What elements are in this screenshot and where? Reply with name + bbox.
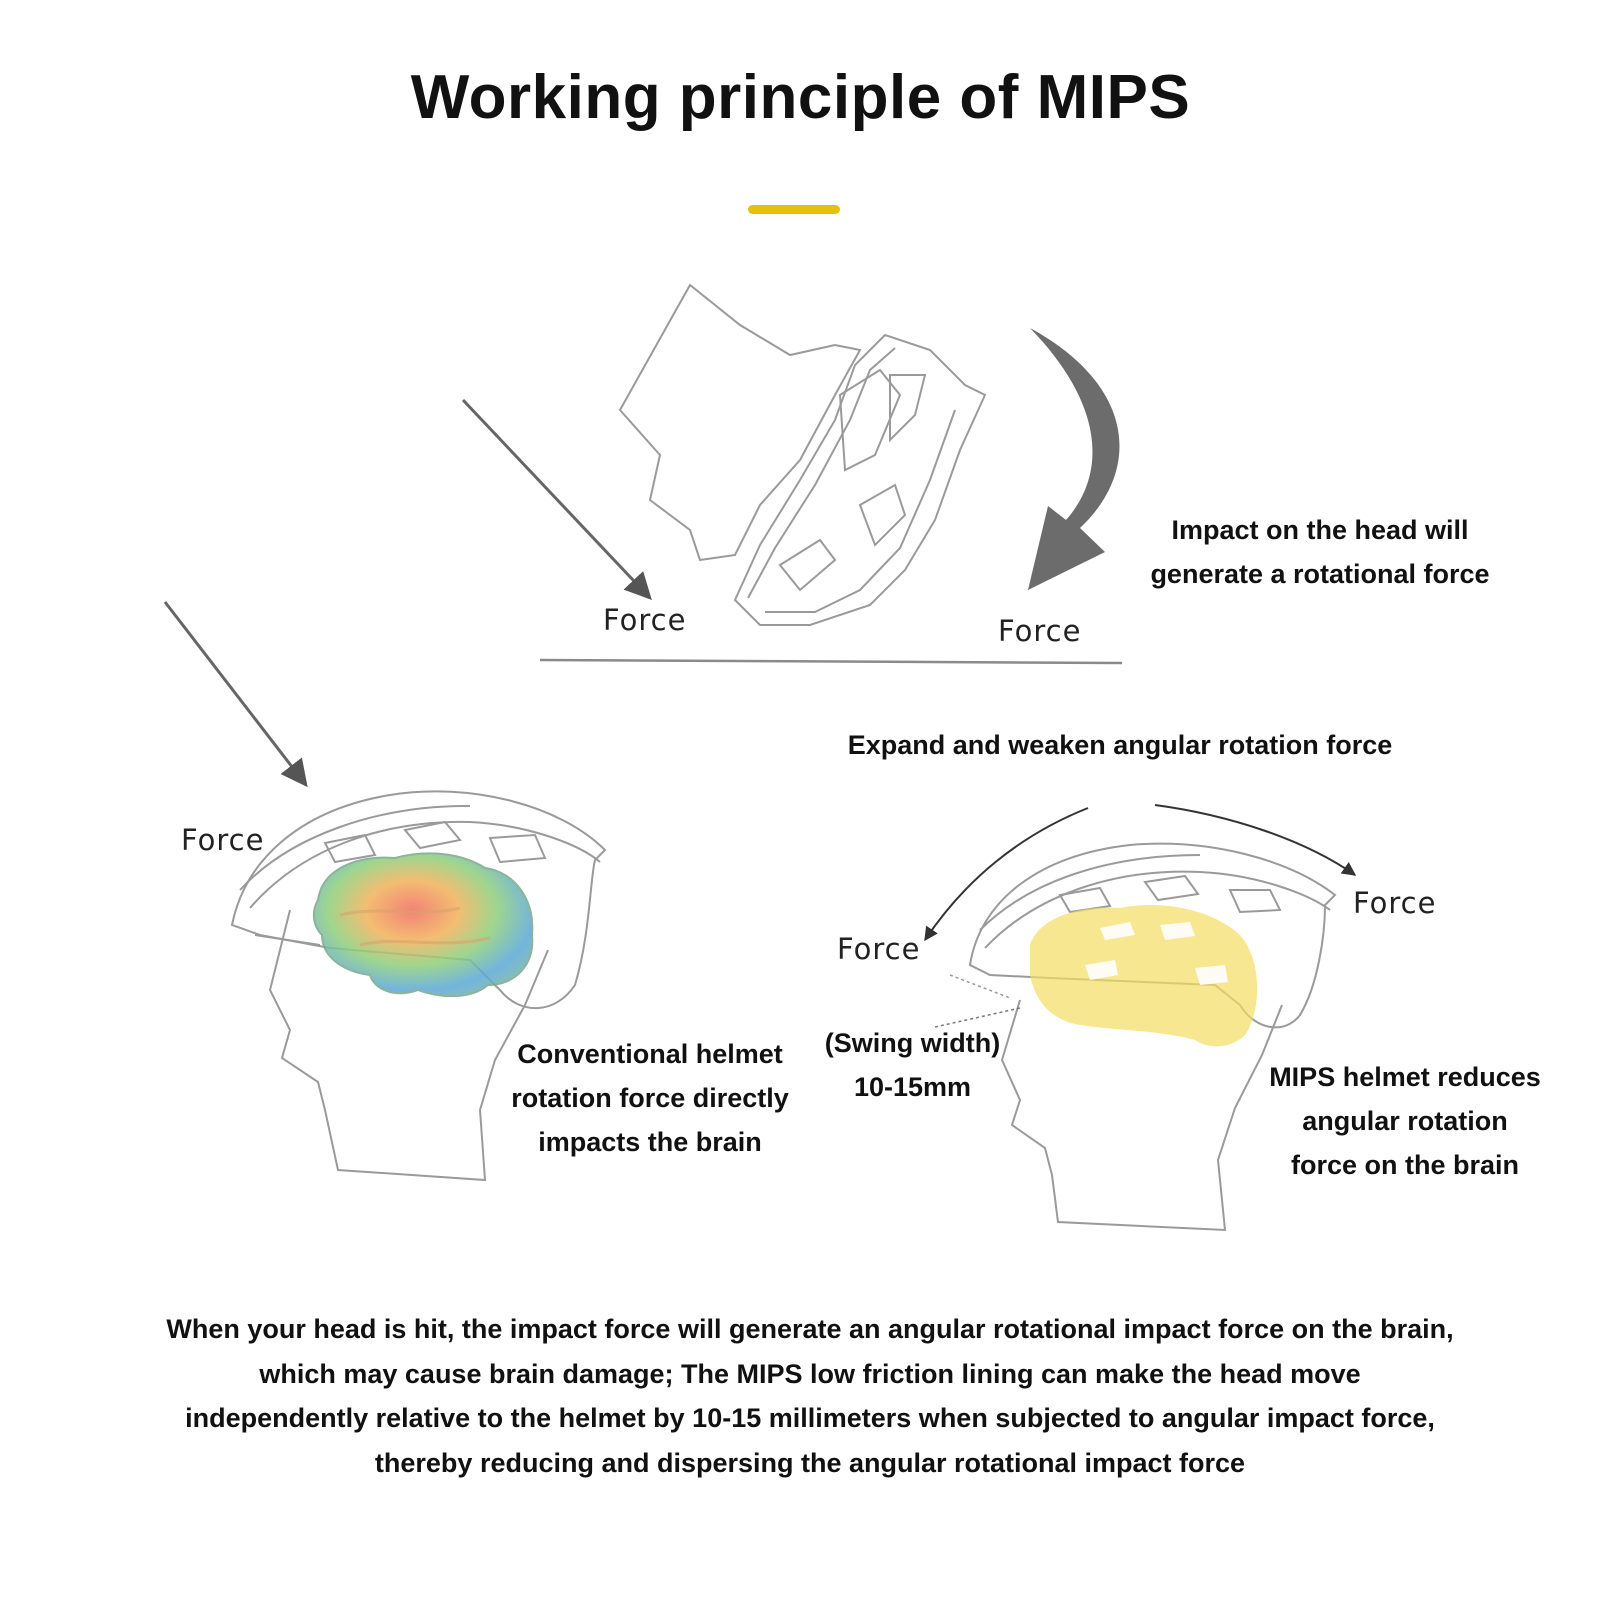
caption-line: Impact on the head will [1171,515,1469,545]
mips-layer [1030,905,1258,1047]
top-impact-diagram [618,283,987,626]
swing-line: 10-15mm [853,1072,972,1102]
caption-line: force on the brain [1290,1150,1520,1180]
mips-layer-vents [1085,922,1228,985]
swing-width-pointer [934,1007,1021,1028]
caption-line: angular rotation [1302,1106,1508,1136]
force-label-conventional: Force [181,823,265,857]
mips-heading: Expand and weaken angular rotation force [847,730,1393,760]
caption-line: Conventional helmet [517,1039,783,1069]
caption-line: generate a rotational force [1150,559,1490,589]
mips-caption: MIPS helmet reduces angular rotation for… [1250,1055,1560,1187]
description-line: which may cause brain damage; The MIPS l… [259,1358,1361,1389]
right-helmet-outline [968,842,1337,1029]
caption-line: impacts the brain [538,1127,762,1157]
mips-arrow-left [924,807,1089,942]
force-label-top-right: Force [998,614,1082,648]
left-head-outline [268,909,549,1182]
right-head-helmet [968,842,1337,1232]
top-helmet-outline [733,333,987,626]
swing-width-label: (Swing width) 10-15mm [805,1021,1020,1109]
left-head-helmet [230,790,607,1182]
page-title: Working principle of MIPS [410,63,1191,132]
conventional-caption: Conventional helmet rotation force direc… [490,1032,810,1164]
brain-heatmap [312,852,534,998]
left-helmet-outline [230,790,607,1010]
force-label-mips-right: Force [1353,886,1437,920]
title-accent-bar [748,205,840,214]
top-diagram-caption: Impact on the head will generate a rotat… [1120,508,1520,596]
caption-line: rotation force directly [511,1083,789,1113]
caption-line: MIPS helmet reduces [1269,1062,1541,1092]
top-impact-arrow [461,398,652,600]
mips-arrow-right [1154,804,1357,876]
ground-line [539,658,1123,665]
force-label-mips-left: Force [837,932,921,966]
description-line: thereby reducing and dispersing the angu… [374,1447,1246,1478]
top-head-outline [618,283,862,562]
swing-line: (Swing width) [824,1028,1001,1058]
right-head-outline [1000,999,1283,1232]
left-impact-arrow [163,601,308,788]
description-paragraph: When your head is hit, the impact force … [110,1307,1510,1485]
description-line: independently relative to the helmet by … [185,1403,1435,1433]
description-line: When your head is hit, the impact force … [166,1314,1454,1344]
rotation-arrow [1028,328,1120,590]
force-label-top-left: Force [603,603,687,637]
